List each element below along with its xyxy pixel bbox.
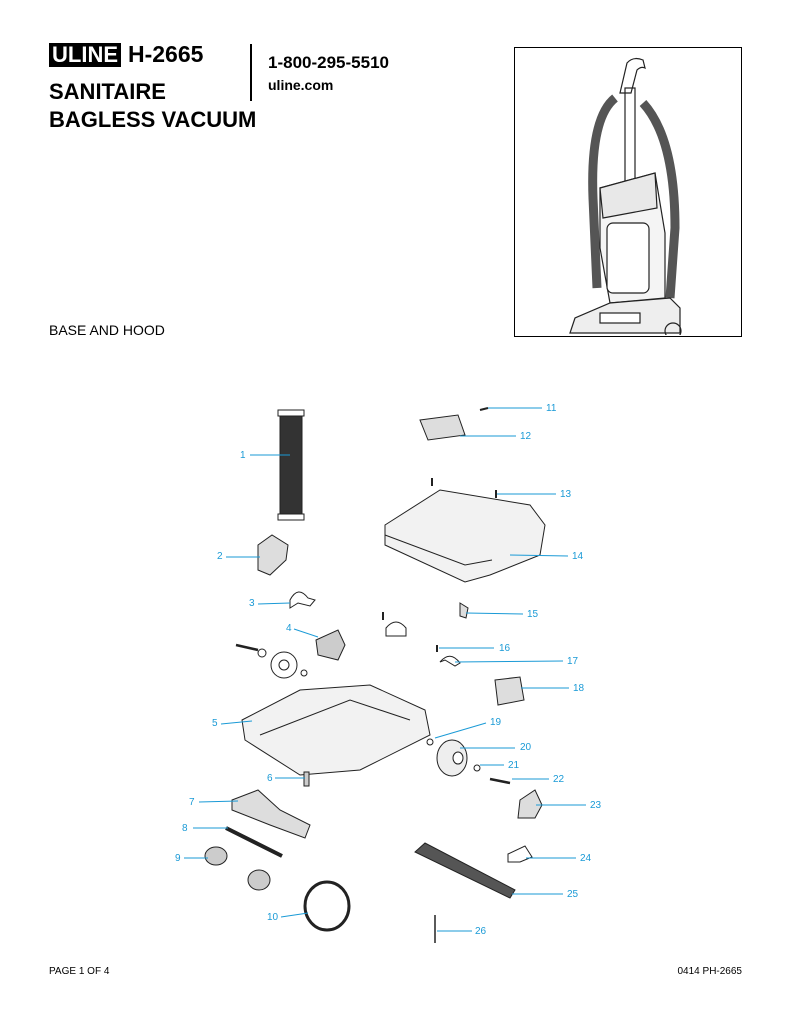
part-23-bracket: [517, 789, 543, 819]
callout-5: 5: [212, 718, 218, 729]
part-14-hood: [384, 489, 546, 583]
callout-1: 1: [240, 450, 246, 461]
callout-13: 13: [560, 489, 572, 500]
part-17-clamp: [439, 655, 461, 667]
header-divider: [250, 44, 252, 101]
title-line-1: SANITAIRE: [49, 79, 166, 104]
page-number: PAGE 1 OF 4: [49, 966, 110, 977]
part-8-rod: [225, 826, 283, 858]
callout-20: 20: [520, 742, 532, 753]
callout-23: 23: [590, 800, 602, 811]
uline-logo: ULINE: [49, 43, 121, 67]
part-1-filter: [279, 409, 303, 521]
callout-7: 7: [189, 797, 195, 808]
callout-22: 22: [553, 774, 565, 785]
callout-8: 8: [182, 823, 188, 834]
part-10-belt: [303, 880, 351, 932]
product-title: SANITAIRE BAGLESS VACUUM: [49, 78, 256, 134]
part-6-spring: [303, 771, 310, 787]
callout-11: 11: [546, 403, 557, 414]
part-9-bearing: [204, 846, 228, 866]
phone-number: 1-800-295-5510: [268, 53, 389, 72]
part-3-clamp: [289, 591, 316, 609]
part-2-elbow: [257, 534, 289, 576]
callout-26: 26: [475, 926, 487, 937]
part-7-bracket: [231, 789, 311, 839]
callout-3: 3: [249, 598, 255, 609]
callout-25: 25: [567, 889, 579, 900]
callout-21: 21: [508, 760, 520, 771]
callout-6: 6: [267, 773, 273, 784]
website: uline.com: [268, 77, 334, 93]
callout-10: 10: [267, 912, 279, 923]
part-11-screw: [479, 407, 489, 411]
part-12-switch: [419, 414, 466, 441]
part-24-bracket: [507, 845, 533, 863]
callout-16: 16: [499, 643, 511, 654]
vacuum-illustration: [514, 47, 742, 340]
section-title: BASE AND HOOD: [49, 322, 165, 338]
part-20-wheel: [436, 739, 468, 777]
callout-19: 19: [490, 717, 502, 728]
model-number: H-2665: [128, 41, 204, 67]
callout-12: 12: [520, 431, 532, 442]
part-5-base: [241, 684, 431, 776]
callout-17: 17: [567, 656, 579, 667]
callout-24: 24: [580, 853, 592, 864]
title-line-2: BAGLESS VACUUM: [49, 107, 257, 132]
document-code: 0414 PH-2665: [677, 966, 743, 977]
part-25-roller: [414, 842, 516, 899]
part-4-connector: [315, 629, 346, 661]
callout-18: 18: [573, 683, 585, 694]
vacuum-drawing: [569, 57, 682, 340]
callout-2: 2: [217, 551, 223, 562]
callout-15: 15: [527, 609, 539, 620]
part-15-clip: [459, 602, 469, 619]
callout-4: 4: [286, 623, 292, 634]
callout-14: 14: [572, 551, 584, 562]
part-18-cover: [494, 676, 525, 706]
callout-9: 9: [175, 853, 181, 864]
